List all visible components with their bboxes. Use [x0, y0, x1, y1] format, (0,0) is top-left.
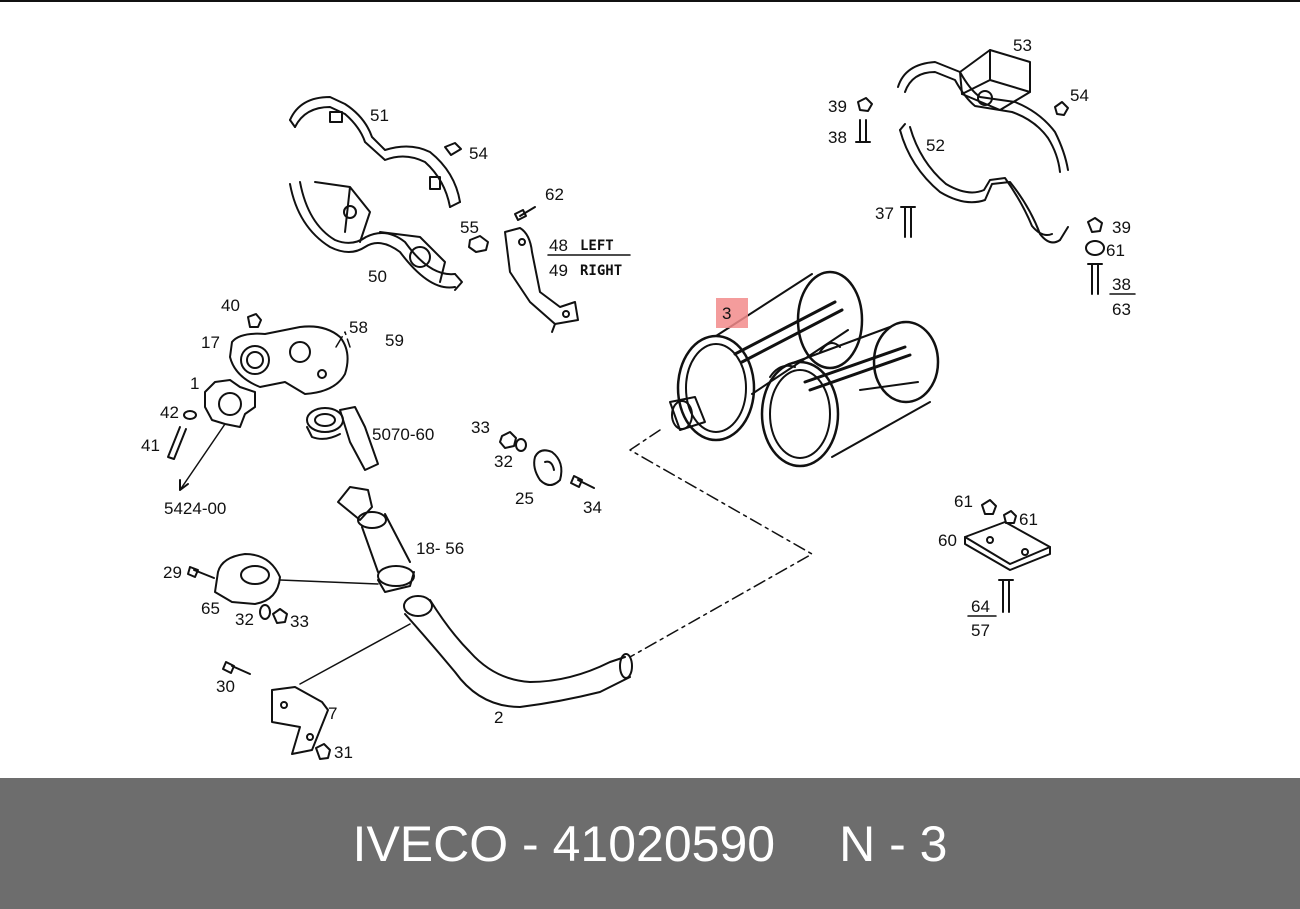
label-42: 42 [160, 403, 179, 422]
label-54b: 54 [1070, 86, 1089, 105]
label-61b: 61 [954, 492, 973, 511]
label-left: LEFT [580, 238, 614, 254]
label-41: 41 [141, 436, 160, 455]
label-33b: 33 [290, 612, 309, 631]
part-number: 41020590 [552, 815, 776, 872]
label-58: 58 [349, 318, 368, 337]
silencer-3 [669, 270, 940, 468]
gasket-1 [167, 379, 256, 491]
caption-separator: - [522, 815, 539, 872]
label-65: 65 [201, 599, 220, 618]
label-62: 62 [545, 185, 564, 204]
label-53: 53 [1013, 36, 1032, 55]
bracket-48-49 [468, 206, 579, 333]
exhaust-pipe-2 [299, 595, 633, 708]
label-63: 63 [1112, 300, 1131, 319]
label-54: 54 [469, 144, 488, 163]
label-18-56: 18- 56 [416, 539, 464, 558]
label-60: 60 [938, 531, 957, 550]
fraction-bars [547, 254, 1136, 617]
label-57: 57 [971, 621, 990, 640]
clamp-51 [289, 96, 462, 208]
label-32: 32 [494, 452, 513, 471]
clamp-25 [499, 431, 595, 489]
exhaust-brake-valve [306, 406, 379, 471]
clamp-65 [187, 553, 379, 624]
label-31: 31 [334, 743, 353, 762]
label-7: 7 [328, 704, 337, 723]
exhaust-flange-17 [229, 313, 349, 395]
label-51: 51 [370, 106, 389, 125]
label-39: 39 [828, 97, 847, 116]
label-61: 61 [1106, 241, 1125, 260]
label-55: 55 [460, 218, 479, 237]
label-39b: 39 [1112, 218, 1131, 237]
clamp-50 [289, 181, 463, 291]
label-48: 48 [549, 236, 568, 255]
label-38: 38 [828, 128, 847, 147]
clamp-53 [855, 49, 1069, 173]
label-59: 59 [385, 331, 404, 350]
label-2: 2 [494, 708, 503, 727]
label-52: 52 [926, 136, 945, 155]
label-17: 17 [201, 333, 220, 352]
label-34: 34 [583, 498, 602, 517]
label-right: RIGHT [580, 263, 622, 279]
label-1: 1 [190, 374, 199, 393]
diagram-drawing: 51 54 50 55 62 48 49 LEFT RIGHT 40 17 58… [141, 36, 1136, 762]
label-33: 33 [471, 418, 490, 437]
mount-hardware [964, 217, 1105, 613]
bracket-7 [222, 661, 331, 760]
part-caption-bar: IVECO - 41020590 N - 3 [0, 778, 1300, 909]
dashed-leaders [335, 331, 813, 658]
label-29: 29 [163, 563, 182, 582]
diagram-position-ref: N - 3 [839, 815, 948, 872]
label-40: 40 [221, 296, 240, 315]
label-64: 64 [971, 597, 990, 616]
label-38b: 38 [1112, 275, 1131, 294]
label-37: 37 [875, 204, 894, 223]
exploded-parts-diagram: 51 54 50 55 62 48 49 LEFT RIGHT 40 17 58… [0, 0, 1300, 762]
label-50: 50 [368, 267, 387, 286]
label-3-highlighted: 3 [722, 304, 731, 323]
label-5070-60: 5070-60 [372, 425, 434, 444]
label-32b: 32 [235, 610, 254, 629]
pipe-18-56 [337, 486, 415, 593]
label-30: 30 [216, 677, 235, 696]
label-5424-00: 5424-00 [164, 499, 226, 518]
label-49: 49 [549, 261, 568, 280]
clamp-52 [899, 123, 1069, 244]
brand-name: IVECO [352, 815, 509, 872]
label-61c: 61 [1019, 510, 1038, 529]
label-25: 25 [515, 489, 534, 508]
